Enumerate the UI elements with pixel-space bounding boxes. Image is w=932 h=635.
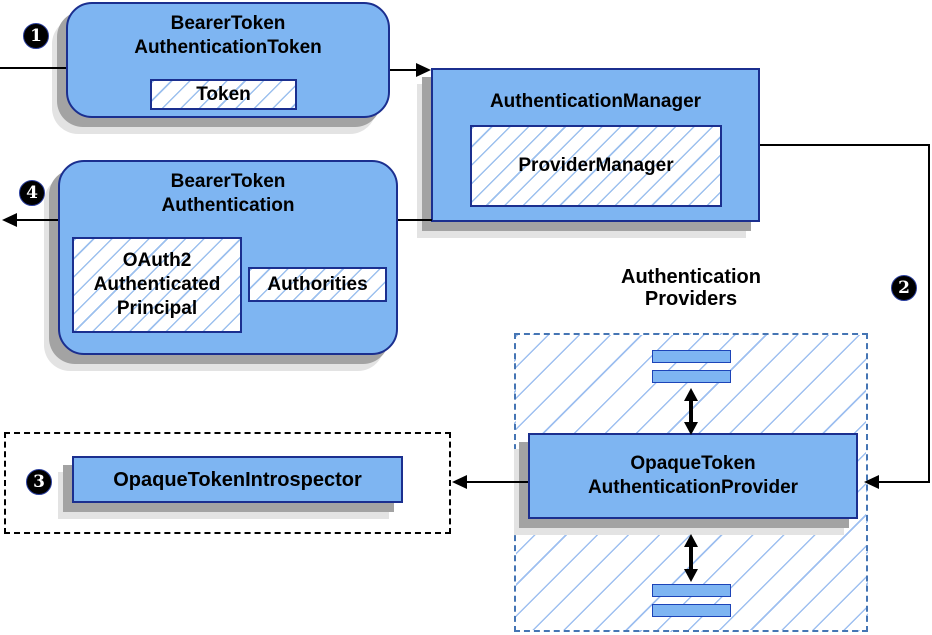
double-arrow-shaft	[689, 399, 693, 424]
manager-to-provider-line-bottom	[879, 481, 930, 483]
double-arrow-down-icon	[684, 569, 698, 582]
provider-bar	[652, 350, 731, 363]
authentication-providers-label: Authentication Providers	[621, 266, 761, 310]
double-arrow-up-icon	[684, 388, 698, 401]
manager-to-authentication-line	[398, 219, 432, 221]
arrowhead-left-icon	[2, 213, 17, 227]
arrowhead-left-icon	[452, 475, 467, 489]
opaque-token-introspector-node: OpaqueTokenIntrospector	[72, 456, 403, 503]
authorities-chip: Authorities	[248, 267, 387, 302]
opaque-token-authentication-provider-node: OpaqueToken AuthenticationProvider	[528, 433, 858, 519]
token-to-manager-line	[390, 69, 418, 71]
step-4-badge: 4	[19, 180, 45, 206]
manager-to-provider-line-top	[760, 144, 930, 146]
provider-manager-chip: ProviderManager	[470, 125, 722, 207]
bearer-token-authentication-token-title: BearerToken AuthenticationToken	[134, 13, 322, 58]
provider-bar	[652, 584, 731, 597]
authentication-manager-title: AuthenticationManager	[489, 91, 702, 112]
oauth2-authenticated-principal-chip: OAuth2 Authenticated Principal	[72, 237, 242, 333]
authentication-out-line	[16, 219, 58, 221]
provider-to-introspector-line	[467, 481, 528, 483]
double-arrow-up-icon	[684, 534, 698, 547]
double-arrow-shaft	[689, 545, 693, 571]
manager-to-provider-line-vertical	[928, 144, 930, 483]
incoming-request-line	[0, 67, 66, 69]
bearer-token-authentication-title: BearerToken Authentication	[161, 171, 295, 216]
provider-bar	[652, 604, 731, 617]
token-chip: Token	[150, 79, 297, 110]
double-arrow-down-icon	[684, 422, 698, 435]
opaque-token-authentication-provider-title: OpaqueToken AuthenticationProvider	[587, 453, 799, 498]
step-3-badge: 3	[26, 469, 52, 495]
step-1-badge: 1	[23, 23, 49, 49]
provider-bar	[652, 370, 731, 383]
arrowhead-right-icon	[416, 63, 431, 77]
opaque-token-introspector-title: OpaqueTokenIntrospector	[113, 468, 362, 491]
step-2-badge: 2	[891, 275, 917, 301]
arrowhead-left-icon	[864, 475, 879, 489]
